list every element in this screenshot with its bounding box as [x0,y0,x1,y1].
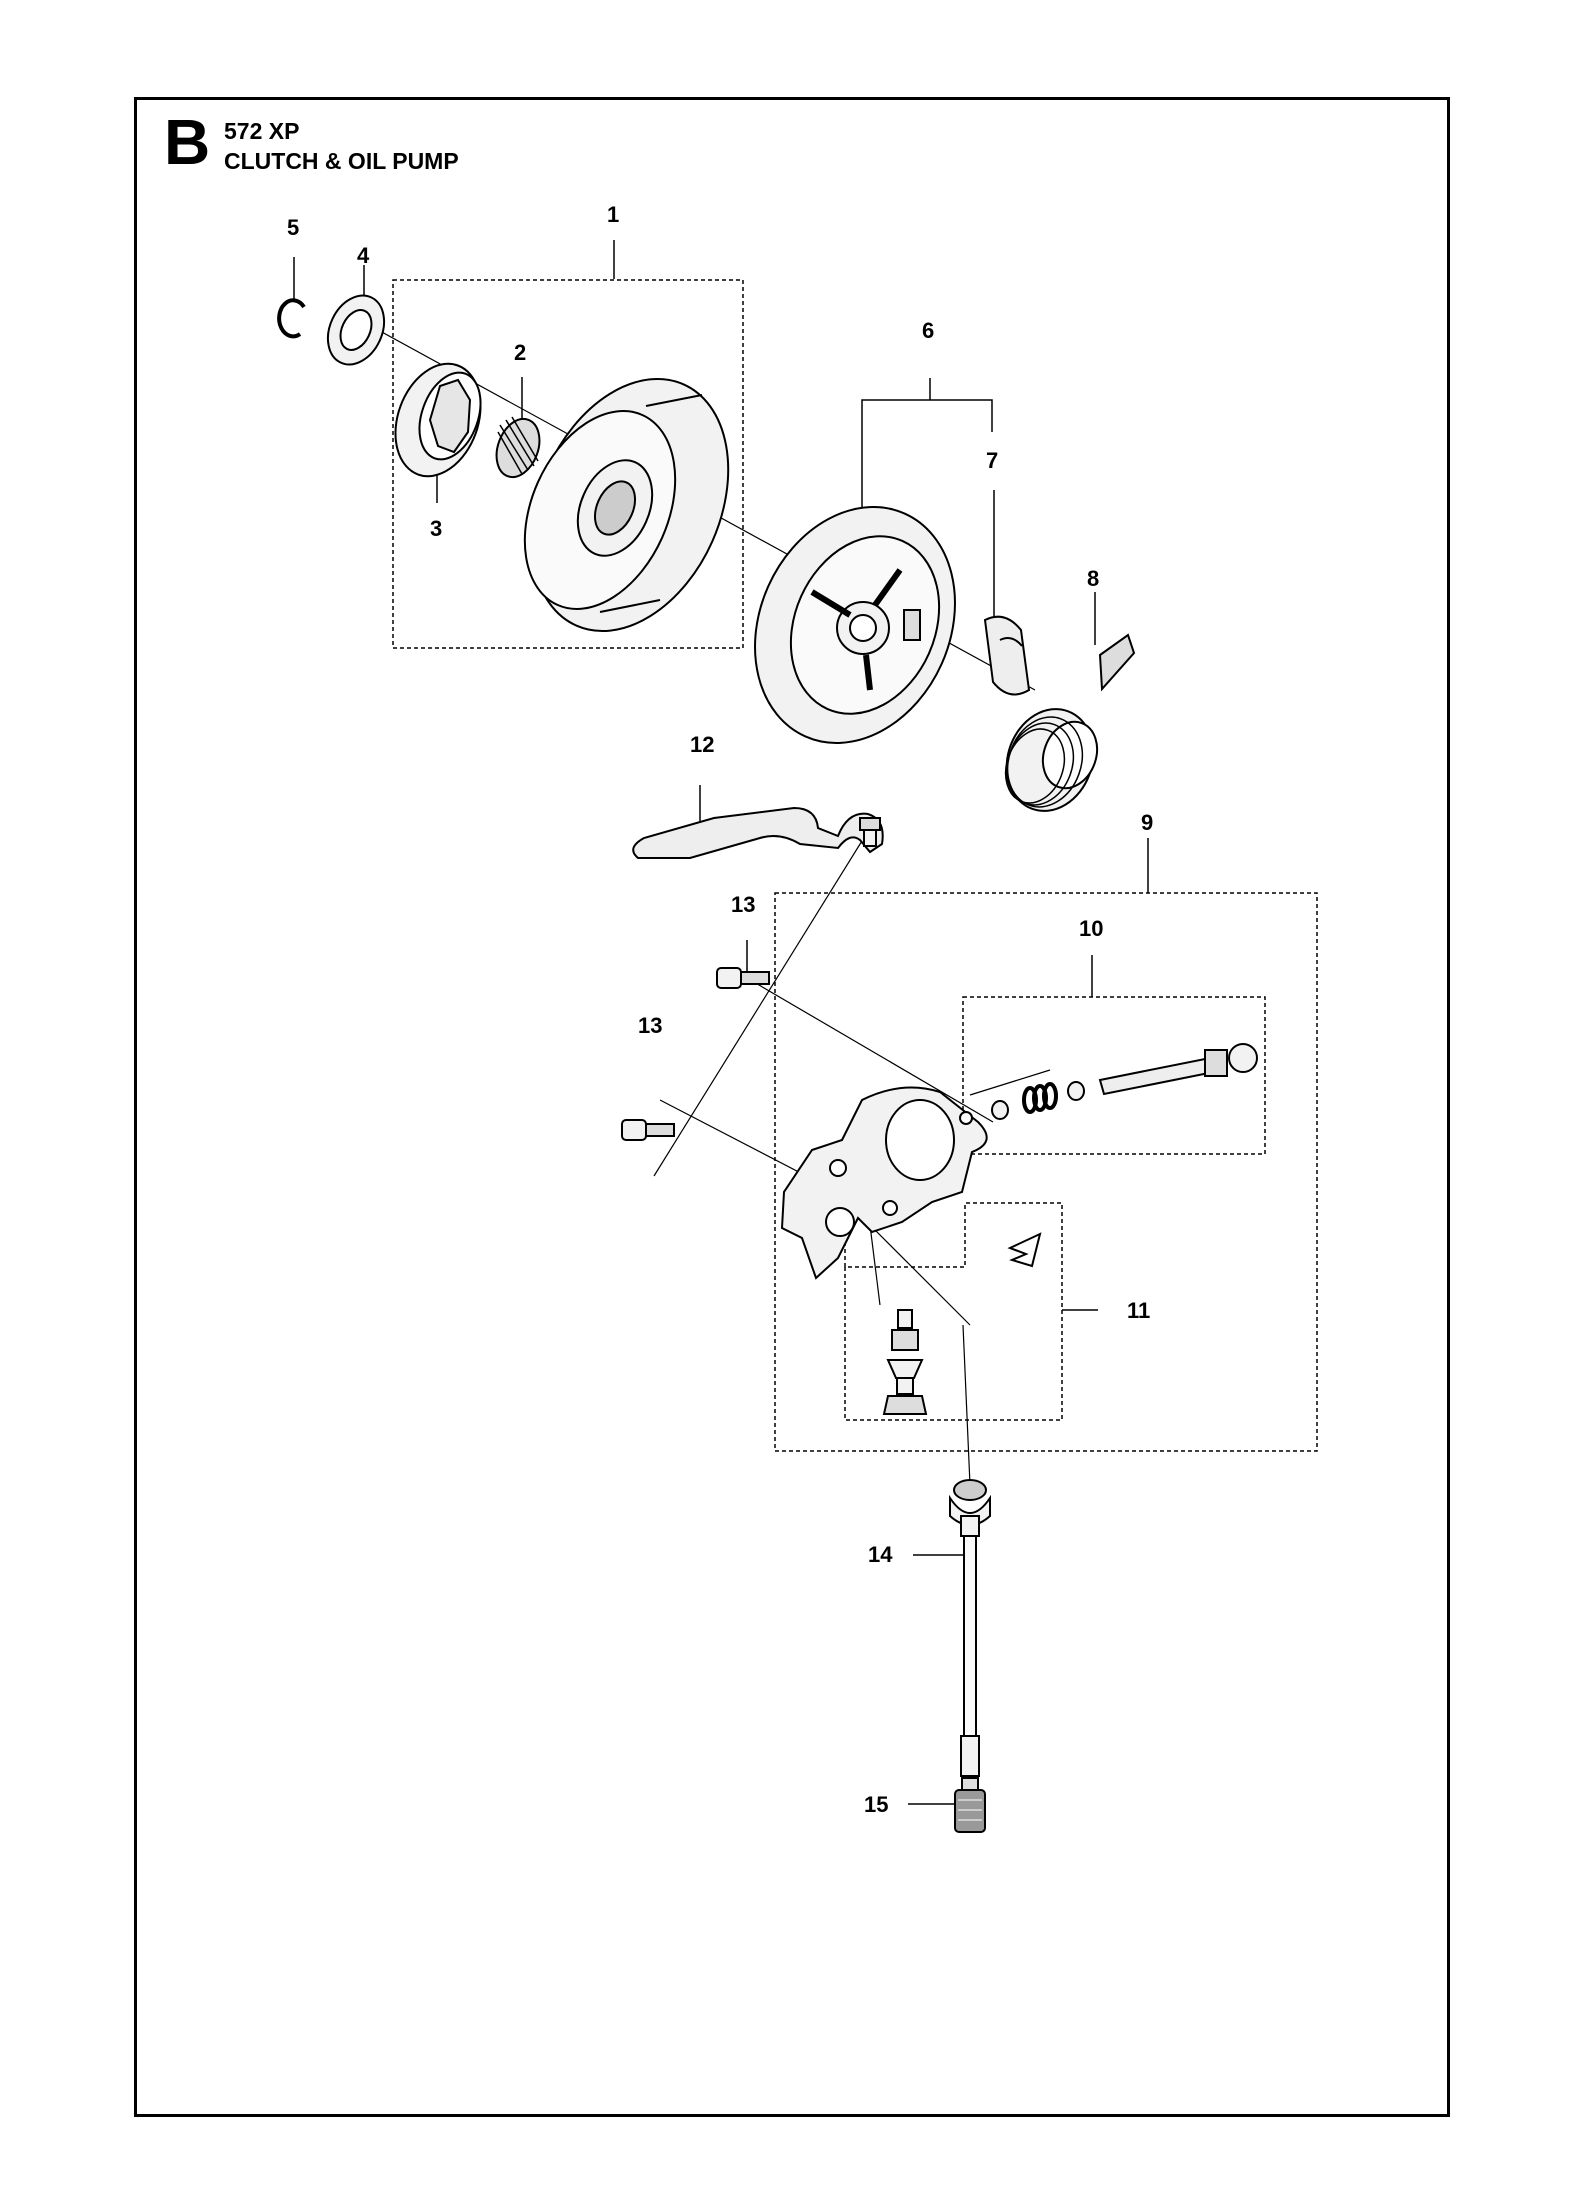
clutch-shoe-icon [754,506,956,744]
callout-9: 9 [1141,810,1153,835]
callout-5: 5 [287,215,299,240]
needle-bearing-icon [495,416,541,479]
worm-gear-icon [1004,633,1136,812]
callout-15: 15 [864,1792,888,1817]
clutch-drum-icon [523,377,730,633]
callout-labels: 1 2 3 4 5 6 7 8 9 10 11 12 13 13 14 15 [287,202,1153,1817]
washer-icon [326,294,386,366]
callout-11: 11 [1127,1298,1150,1323]
callout-2: 2 [514,340,526,365]
piston-kit-icon [991,1043,1258,1120]
kit-box-adjuster [844,1200,1063,1421]
callout-14: 14 [868,1542,893,1567]
retaining-ring-icon [277,298,306,339]
section-title-block: 572 XP CLUTCH & OIL PUMP [224,116,459,176]
callout-7: 7 [986,448,998,473]
section-letter: B [164,106,211,178]
rim-sprocket-icon [394,362,482,478]
model-name: 572 XP [224,118,300,144]
callout-8: 8 [1087,566,1099,591]
adjuster-kit-icon [882,1232,1042,1415]
clutch-spring-icon [983,615,1031,696]
screw-icon [621,1119,675,1141]
oil-pump-icon [780,1086,988,1280]
callout-4: 4 [357,243,370,268]
suction-pipe-icon [949,1479,991,1777]
callout-13a: 13 [731,892,755,917]
callout-1: 1 [607,202,619,227]
callout-3: 3 [430,516,442,541]
oil-filter-icon [954,1777,986,1833]
oil-hose-icon [632,806,884,859]
section-title: CLUTCH & OIL PUMP [224,148,459,174]
screw-icon [716,967,770,989]
page-frame [134,97,1450,2117]
callout-10: 10 [1079,916,1103,941]
kit-box-oil-pump [774,892,1318,1452]
callout-6: 6 [922,318,934,343]
callout-13b: 13 [638,1013,662,1038]
kit-box-piston [962,996,1266,1155]
callout-12: 12 [690,732,714,757]
kit-box-clutch-drum [392,279,744,649]
